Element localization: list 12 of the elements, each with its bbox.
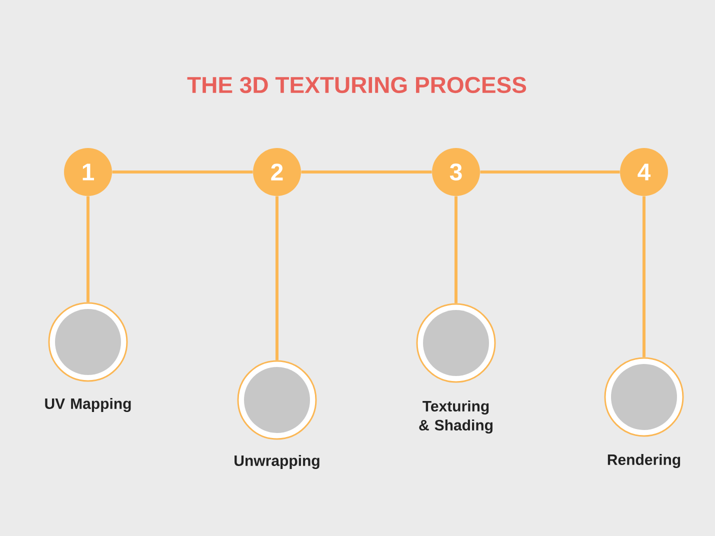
- connector-line: [480, 170, 620, 174]
- step-label: Texturing & Shading: [419, 400, 492, 434]
- connector-line: [454, 196, 458, 304]
- connector-line: [642, 196, 646, 358]
- step-label: Unwrapping: [234, 454, 320, 470]
- connector-line: [301, 170, 432, 174]
- connector-line: [276, 196, 278, 360]
- connector-line: [86, 196, 90, 302]
- step-label: UV Mapping: [45, 398, 131, 412]
- title: THE 3D TEXTURING PROCESS: [187, 76, 526, 94]
- connector-line: [112, 170, 253, 174]
- step-label: Rendering: [608, 454, 680, 468]
